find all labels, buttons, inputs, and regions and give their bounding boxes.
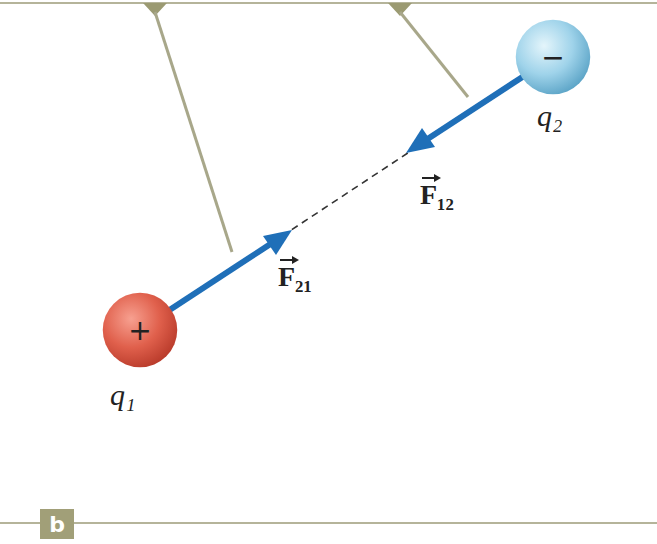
force-label: F₂₁ [276,262,314,293]
charge-label: q₁ [110,378,135,412]
charge-sphere: +q₁ [102,292,178,368]
charge-label: q₂ [537,99,562,133]
force-arrow [168,243,272,311]
ceiling-line [0,2,657,4]
force-label: F₁₂ [418,180,456,211]
charge-sphere: −q₂ [515,19,591,95]
arrowhead [263,230,292,255]
charge-sign: − [515,19,591,95]
string [400,12,468,97]
panel-tag: b [40,509,74,539]
panel-letter: b [49,512,65,537]
charge-sign: + [102,292,178,368]
force-arrow [426,76,524,140]
string [155,12,232,252]
baseline [0,522,657,524]
arrowhead [406,128,435,153]
